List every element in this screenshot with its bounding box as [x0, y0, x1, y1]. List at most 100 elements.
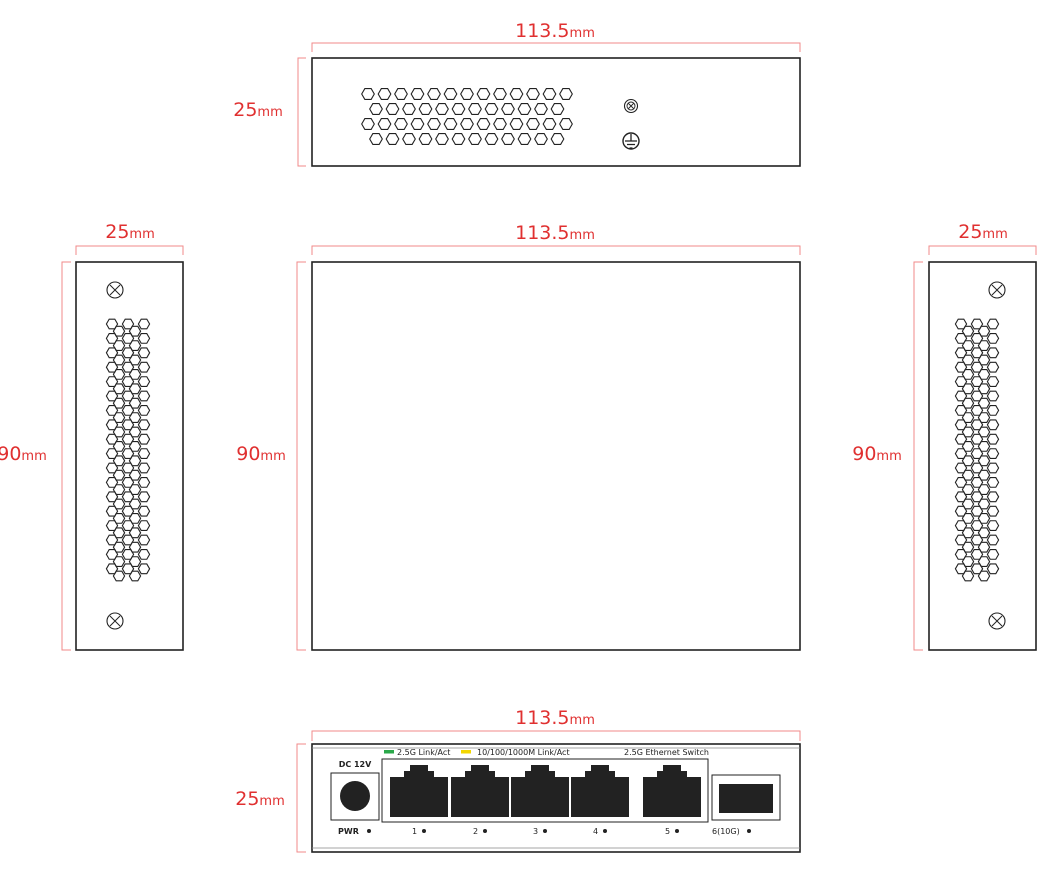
- vent-hole: [128, 426, 142, 438]
- vent-hole: [986, 347, 1000, 359]
- vent-hole: [369, 102, 383, 116]
- vent-hole: [977, 426, 991, 438]
- vent-hole: [961, 340, 975, 351]
- rj45-port[interactable]: [643, 765, 701, 817]
- vent-hole: [961, 412, 975, 423]
- screw-icon: [988, 281, 1006, 299]
- vent-hole: [128, 325, 142, 337]
- product-name: 2.5G Ethernet Switch: [624, 748, 709, 757]
- vent-hole: [977, 484, 991, 495]
- vent-hole: [961, 527, 975, 539]
- vent-hole: [961, 426, 975, 438]
- left-width-dimension-line: [75, 245, 184, 255]
- vent-hole: [977, 556, 991, 567]
- vent-hole: [484, 102, 499, 116]
- vent-hole: [112, 383, 126, 395]
- top-height-label: 90mm: [236, 443, 286, 465]
- vent-hole: [137, 462, 151, 474]
- screw-icon: [106, 281, 124, 299]
- rear-width-label: 113.5mm: [515, 20, 595, 42]
- vent-hole: [128, 369, 142, 380]
- vent-hole: [402, 132, 416, 146]
- vent-hole: [410, 87, 425, 101]
- vent-hole: [137, 347, 151, 359]
- vent-hole: [961, 541, 975, 553]
- rj45-port-group-frame: [381, 758, 709, 823]
- vent-hole: [137, 419, 151, 431]
- left-side-view: 25mm 90mm: [0, 221, 184, 651]
- vent-hole: [977, 570, 991, 582]
- rj45-port[interactable]: [390, 765, 448, 817]
- vent-hole: [112, 325, 126, 337]
- rear-width-dimension-line: [311, 42, 801, 52]
- vent-hole: [986, 462, 1000, 474]
- vent-hole: [986, 376, 1000, 387]
- vent-hole: [460, 87, 474, 101]
- vent-hole: [534, 132, 548, 146]
- vent-hole: [559, 117, 573, 131]
- port-number-label: 2: [473, 827, 478, 836]
- vent-hole: [435, 102, 449, 116]
- vent-hole: [986, 491, 1000, 503]
- vent-hole: [137, 333, 151, 344]
- vent-hole: [128, 556, 142, 567]
- vent-hole: [550, 102, 565, 116]
- vent-hole: [977, 325, 991, 337]
- vent-hole: [128, 541, 142, 553]
- vent-hole: [961, 397, 975, 409]
- rj45-port[interactable]: [511, 765, 569, 817]
- front-height-label: 25mm: [235, 788, 285, 810]
- sfp-port[interactable]: [719, 784, 773, 813]
- vent-hole: [977, 469, 991, 481]
- screw-icon: [623, 98, 639, 114]
- vent-hole: [137, 390, 151, 402]
- rj45-port[interactable]: [571, 765, 629, 817]
- port-led-icon: [675, 829, 679, 833]
- vent-hole: [517, 132, 532, 146]
- top-width-dimension-line: [311, 245, 801, 255]
- vent-hole: [377, 117, 392, 131]
- screw-icon: [988, 612, 1006, 630]
- vent-hole: [961, 354, 975, 366]
- legend-yellow-label: 10/100/1000M Link/Act: [477, 748, 570, 757]
- vent-hole: [986, 549, 1000, 560]
- vent-hole: [137, 361, 151, 373]
- vent-hole: [128, 498, 142, 510]
- vent-hole: [112, 484, 126, 495]
- vent-hole: [517, 102, 532, 116]
- front-view: 113.5mm 25mm DC 12V PWR 2.5G Link/Act 10…: [235, 707, 801, 853]
- vent-hole: [128, 455, 142, 467]
- vent-hole: [961, 513, 975, 524]
- vent-hole: [977, 527, 991, 539]
- rj45-port[interactable]: [451, 765, 509, 817]
- rear-height-dimension-line: [297, 57, 306, 167]
- vent-hole: [451, 102, 466, 116]
- vent-hole: [476, 87, 491, 101]
- vent-hole: [468, 102, 482, 116]
- power-label: DC 12V: [339, 760, 372, 769]
- vent-hole: [137, 376, 151, 387]
- vent-hole: [986, 477, 1000, 488]
- vent-hole: [476, 117, 491, 131]
- vent-hole: [509, 87, 524, 101]
- vent-hole: [137, 520, 151, 531]
- vent-hole: [369, 132, 383, 146]
- vent-hole: [977, 498, 991, 510]
- vent-hole: [451, 132, 466, 146]
- sfp-port-label: 6(10G): [712, 827, 740, 836]
- ground-icon: [622, 132, 640, 150]
- port-led-icon: [483, 829, 487, 833]
- vent-hole: [137, 505, 151, 517]
- dc-jack-icon[interactable]: [340, 781, 370, 811]
- green-led-legend-icon: [384, 750, 394, 754]
- vent-hole: [501, 132, 515, 146]
- vent-hole: [493, 87, 507, 101]
- vent-hole: [977, 412, 991, 423]
- left-height-label: 90mm: [0, 443, 47, 465]
- vent-hole: [961, 556, 975, 567]
- vent-hole: [394, 117, 408, 131]
- vent-hole: [484, 132, 499, 146]
- port-number-label: 5: [665, 827, 670, 836]
- vent-hole: [418, 132, 433, 146]
